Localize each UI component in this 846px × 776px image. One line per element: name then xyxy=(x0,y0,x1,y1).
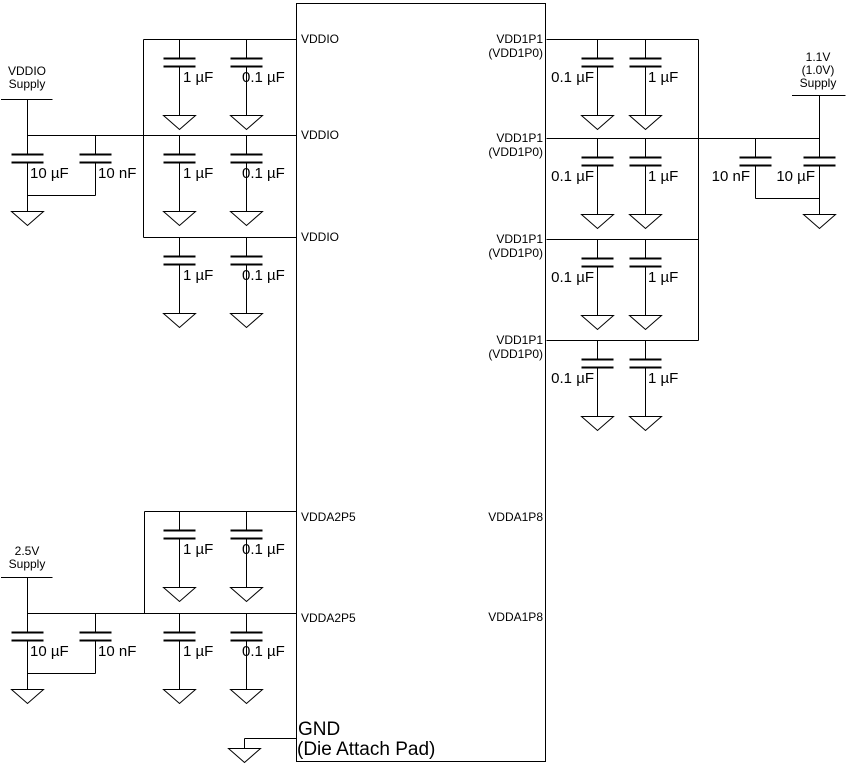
supply-label-v1p1-line1: 1.1V xyxy=(806,50,831,64)
cap-value-label: 1 µF xyxy=(648,69,678,86)
cap-value-label: 0.1 µF xyxy=(242,267,285,284)
pin-label-vdd1p1-2: VDD1P1 xyxy=(496,131,543,145)
wires-vddio-section xyxy=(1,39,297,238)
pin-label-vdd1p1-4: VDD1P1 xyxy=(496,333,543,347)
cap-value-label: 0.1 µF xyxy=(551,370,594,387)
pin-sublabel-vdd1p0-1: (VDD1P0) xyxy=(488,46,543,60)
wires-vdd1p1-section xyxy=(546,39,846,341)
cap-value-label: 0.1 µF xyxy=(551,69,594,86)
cap-value-label: 0.1 µF xyxy=(242,165,285,182)
pin-label-vdda2p5-2: VDDA2P5 xyxy=(301,611,356,625)
cap-value-label: 0.1 µF xyxy=(551,269,594,286)
pin-sublabel-gnd: (Die Attach Pad) xyxy=(297,739,435,760)
cap-value-label: 0.1 µF xyxy=(242,69,285,86)
cap-value-label: 1 µF xyxy=(183,69,213,86)
cap-value-label: 1 µF xyxy=(648,168,678,185)
pin-label-vdda1p8-1: VDDA1P8 xyxy=(488,510,543,524)
cap-value-label: 0.1 µF xyxy=(551,168,594,185)
pin-sublabel-vdd1p0-2: (VDD1P0) xyxy=(488,145,543,159)
pin-label-vdda1p8-2: VDDA1P8 xyxy=(488,610,543,624)
cap-value-label: 1 µF xyxy=(183,541,213,558)
cap-value-label: 1 µF xyxy=(648,269,678,286)
pin-sublabel-vdd1p0-3: (VDD1P0) xyxy=(488,246,543,260)
pin-label-vddio-1: VDDIO xyxy=(301,32,339,46)
supply-label-v1p1-line2: (1.0V) xyxy=(802,63,835,77)
cap-value-label: 10 µF xyxy=(30,643,69,660)
cap-value-label: 10 µF xyxy=(776,168,815,185)
cap-value-label: 1 µF xyxy=(648,370,678,387)
ic-block xyxy=(296,3,546,762)
supply-label-v2p5-line2: Supply xyxy=(9,557,46,571)
pin-label-vdd1p1-3: VDD1P1 xyxy=(496,232,543,246)
cap-value-label: 10 nF xyxy=(712,168,750,185)
cap-value-label: 1 µF xyxy=(183,267,213,284)
supply-label-v1p1-line3: Supply xyxy=(800,76,837,90)
wires-vdda2p5-section xyxy=(1,511,297,749)
pin-label-gnd: GND xyxy=(298,719,340,740)
pin-label-vddio-3: VDDIO xyxy=(301,230,339,244)
cap-value-label: 1 µF xyxy=(183,643,213,660)
supply-label-v2p5-line1: 2.5V xyxy=(15,544,40,558)
cap-value-label: 10 nF xyxy=(98,643,136,660)
ground-symbol xyxy=(228,748,261,763)
pin-sublabel-vdd1p0-4: (VDD1P0) xyxy=(488,347,543,361)
cap-value-label: 0.1 µF xyxy=(242,643,285,660)
pin-label-vddio-2: VDDIO xyxy=(301,128,339,142)
cap-value-label: 0.1 µF xyxy=(242,541,285,558)
supply-label-vddio-line2: Supply xyxy=(9,77,46,91)
pin-label-vdda2p5-1: VDDA2P5 xyxy=(301,510,356,524)
pin-label-vdd1p1-1: VDD1P1 xyxy=(496,32,543,46)
cap-value-label: 10 µF xyxy=(30,165,69,182)
cap-value-label: 10 nF xyxy=(98,165,136,182)
supply-label-vddio-line1: VDDIO xyxy=(8,64,46,78)
cap-value-label: 1 µF xyxy=(183,165,213,182)
